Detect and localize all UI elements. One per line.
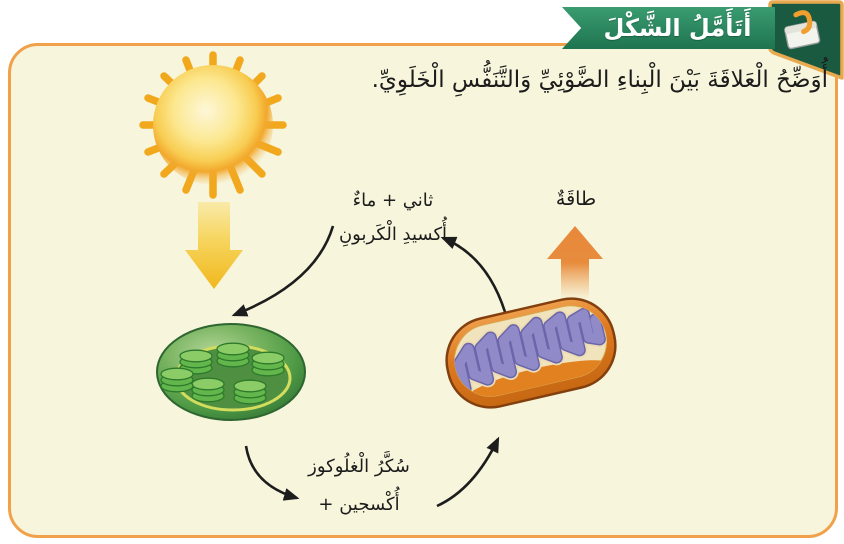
sun-icon (139, 51, 287, 199)
energy-arrow-icon (547, 226, 603, 299)
notepad-pin-icon (784, 10, 821, 50)
sunlight-arrow-icon (185, 202, 243, 289)
figure-caption: أُوَضِّحُ الْعَلاقَةَ بَيْنَ الْبِناءِ ا… (371, 67, 828, 93)
arrow-chloroplast-to-outputs (244, 445, 300, 501)
figure-tab-ribbon: أَتَأَمَّلُ الشَّكْلَ (562, 7, 775, 49)
outputs-label-line1: سُكَّرُ الْغلُوكوز (308, 456, 410, 477)
chloroplast-icon (156, 323, 306, 421)
outputs-label-line2: + أُكْسجين (318, 494, 400, 515)
arrow-mitochondrion-to-inputs (440, 236, 507, 313)
inputs-label: ماءٌ‎ + ثاني أُكسيدِ الْكَربونِ (328, 184, 458, 252)
cycle-arrows (231, 225, 507, 508)
mitochondrion-icon (445, 297, 617, 409)
corner-plate (768, 0, 844, 80)
figure-tab-label: أَتَأَمَّلُ الشَّكْلَ (603, 14, 752, 42)
outputs-label: سُكَّرُ الْغلُوكوز + أُكْسجين (296, 448, 422, 524)
inputs-label-line2: أُكسيدِ الْكَربونِ (338, 224, 448, 245)
arrow-inputs-to-chloroplast (231, 225, 335, 317)
arrow-outputs-to-mitochondrion (436, 436, 500, 508)
energy-label: طاقَةٌ (555, 188, 597, 210)
inputs-label-line1: ماءٌ‎ + ثاني (352, 190, 434, 211)
